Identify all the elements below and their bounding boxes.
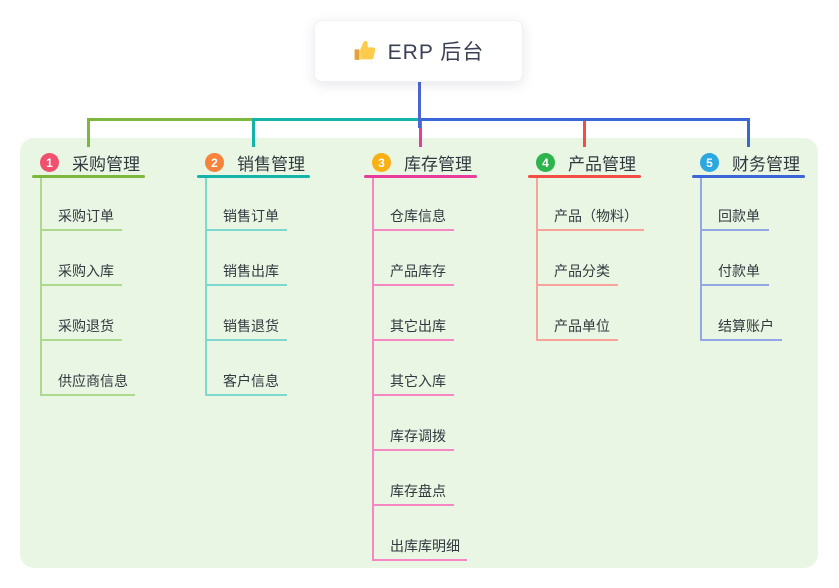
child-node[interactable]: 产品单位 [554,318,610,334]
child-node[interactable]: 销售退货 [223,318,279,334]
branch-node-1[interactable]: 1 采购管理 [40,150,140,175]
child-underline [205,394,287,396]
root-connector [418,81,421,128]
branch-children-rail [700,178,702,341]
child-underline [536,284,618,286]
child-underline [40,284,122,286]
child-node[interactable]: 产品库存 [390,263,446,279]
branch-underline [364,175,477,178]
child-node[interactable]: 付款单 [718,263,760,279]
child-underline [205,339,287,341]
child-underline [205,284,287,286]
branch-number-badge: 2 [205,153,224,172]
branch-underline [692,175,805,178]
branch-node-4[interactable]: 4 产品管理 [536,150,636,175]
branch-node-5[interactable]: 5 财务管理 [700,150,800,175]
child-underline [700,284,769,286]
child-node[interactable]: 库存调拨 [390,428,446,444]
child-node[interactable]: 仓库信息 [390,208,446,224]
root-node-label: ERP 后台 [387,41,485,64]
child-underline [372,504,454,506]
root-node[interactable]: ERP 后台 [314,20,523,82]
child-node[interactable]: 结算账户 [718,318,774,334]
child-underline [40,339,122,341]
branch-drop-3 [419,118,422,147]
child-underline [700,229,769,231]
branch-label: 产品管理 [568,155,636,174]
child-underline [372,339,454,341]
child-underline [372,449,454,451]
branch-children-rail [40,178,42,396]
branch-children-rail [205,178,207,396]
child-node[interactable]: 库存盘点 [390,483,446,499]
branch-node-2[interactable]: 2 销售管理 [205,150,305,175]
branch-drop-1 [87,118,90,147]
branch-drop-5 [747,118,750,147]
branch-label: 财务管理 [732,155,800,174]
child-node[interactable]: 其它出库 [390,318,446,334]
child-node[interactable]: 销售订单 [223,208,279,224]
branch-underline [528,175,641,178]
child-underline [372,559,467,561]
child-node[interactable]: 销售出库 [223,263,279,279]
child-underline [40,394,135,396]
bus-segment-5 [419,118,750,121]
child-underline [40,229,122,231]
child-node[interactable]: 供应商信息 [58,373,128,389]
child-node[interactable]: 出库库明细 [390,538,460,554]
branch-label: 采购管理 [72,155,140,174]
child-node[interactable]: 采购订单 [58,208,114,224]
branch-node-3[interactable]: 3 库存管理 [372,150,472,175]
branch-number-badge: 3 [372,153,391,172]
child-node[interactable]: 产品分类 [554,263,610,279]
child-node[interactable]: 采购退货 [58,318,114,334]
child-node[interactable]: 采购入库 [58,263,114,279]
branch-drop-4 [583,118,586,147]
branch-children-rail [536,178,538,341]
child-node[interactable]: 其它入库 [390,373,446,389]
child-underline [372,229,454,231]
child-underline [372,394,454,396]
child-underline [536,339,618,341]
bus-segment-2 [253,118,421,121]
thumbs-up-icon [353,39,378,64]
branch-number-badge: 4 [536,153,555,172]
child-node[interactable]: 客户信息 [223,373,279,389]
branch-label: 销售管理 [237,155,305,174]
child-underline [372,284,454,286]
branch-drop-2 [252,118,255,147]
child-node[interactable]: 产品（物料） [554,208,638,224]
branches-panel [20,138,818,568]
branch-label: 库存管理 [404,155,472,174]
child-node[interactable]: 回款单 [718,208,760,224]
branch-underline [32,175,145,178]
branch-number-badge: 5 [700,153,719,172]
branch-underline [197,175,310,178]
child-underline [700,339,782,341]
branch-number-badge: 1 [40,153,59,172]
child-underline [536,229,644,231]
branch-children-rail [372,178,374,561]
child-underline [205,229,287,231]
